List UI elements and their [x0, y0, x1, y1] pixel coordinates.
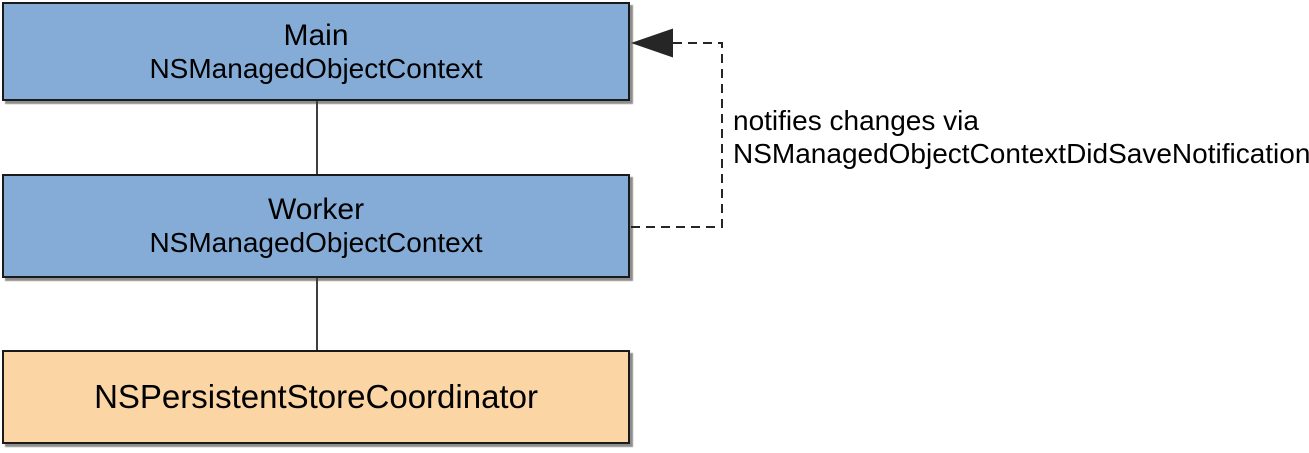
- node-persistent-store-coordinator: NSPersistentStoreCoordinator: [2, 350, 630, 444]
- arrowhead-icon: [631, 28, 673, 58]
- notification-label-line2: NSManagedObjectContextDidSaveNotificatio…: [733, 138, 1309, 169]
- notification-label-line1: notifies changes via: [733, 105, 979, 136]
- node-main-title: Main: [283, 18, 349, 52]
- connector-worker-to-psc: [316, 278, 318, 350]
- node-main-subtitle: NSManagedObjectContext: [149, 52, 483, 84]
- notification-dashed-path: [631, 42, 723, 228]
- node-psc-title: NSPersistentStoreCoordinator: [94, 378, 538, 415]
- notification-label: notifies changes via NSManagedObjectCont…: [733, 104, 1309, 170]
- node-worker-title: Worker: [267, 193, 365, 226]
- node-main-context: Main NSManagedObjectContext: [2, 2, 630, 101]
- node-worker-subtitle: NSManagedObjectContext: [149, 227, 483, 258]
- node-worker-context: Worker NSManagedObjectContext: [2, 174, 630, 278]
- connector-main-to-worker: [316, 101, 318, 174]
